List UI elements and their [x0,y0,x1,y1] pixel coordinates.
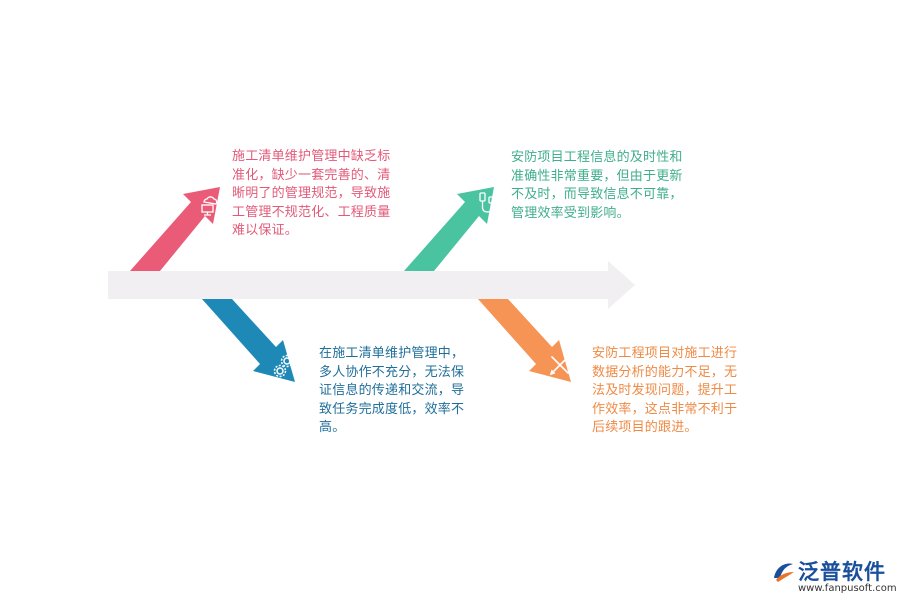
arrow-down-4 [478,299,571,382]
brand-name: 泛普软件 [798,560,886,584]
note-collaboration: 在施工清单维护管理中， 多人协作不充分，无法保 证信息的传递和交流，导 致任务完… [319,346,465,435]
note-information-timeliness: 安防项目工程信息的及时性和 准确性非常重要，但由于更新 不及时，而导致信息不可靠… [511,150,683,221]
brand-mark-icon [774,563,794,582]
brand-url: www.fanpusoft.com [798,583,897,594]
tools-icon [549,354,571,376]
arrow-up-2 [404,187,494,271]
brand-logo: 泛普软件 www.fanpusoft.com [770,556,897,596]
arrow-up-1 [130,187,220,271]
note-standardization: 施工清单维护管理中缺乏标 准化，缺少一套完善的、清 晰明了的管理规范，导致施 工… [232,149,391,238]
usb-cable-icon [479,192,495,213]
note-data-analysis: 安防工程项目对施工进行 数据分析的能力不足，无 法及时发现问题，提升工 作效率，… [592,346,738,435]
gears-icon [273,354,294,378]
cloud-monitor-icon [201,196,218,216]
arrow-down-3 [202,299,295,382]
spine-arrow [108,261,635,309]
